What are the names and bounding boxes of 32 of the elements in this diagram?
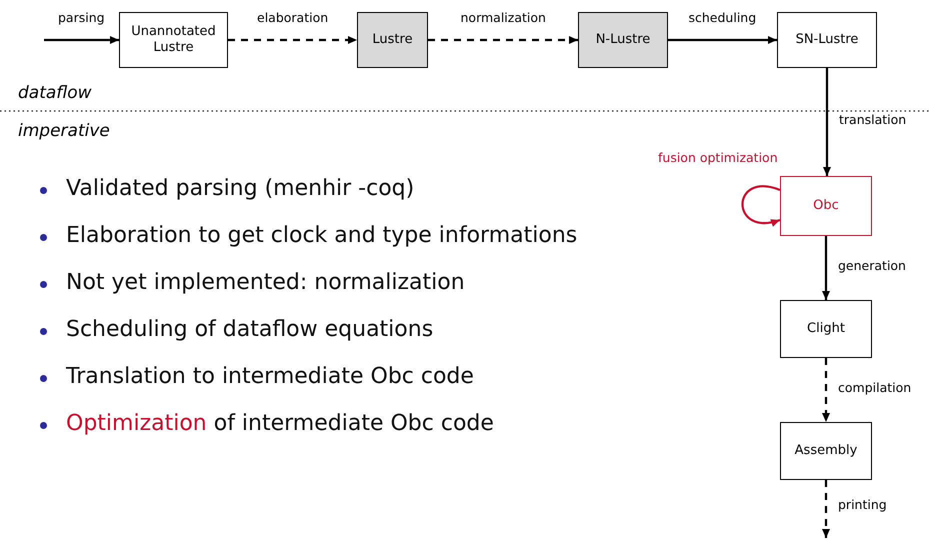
process-box: Clight [780, 300, 872, 358]
arrow [822, 480, 830, 538]
arrow [668, 36, 777, 44]
arrow [822, 236, 830, 300]
edge-label: elaboration [255, 10, 330, 25]
arrow [44, 36, 119, 44]
process-box: Lustre [357, 12, 428, 68]
edge-label: compilation [836, 380, 914, 395]
bullet-text: Scheduling of dataflow equations [66, 317, 434, 342]
bullet-text: Optimization of intermediate Obc code [66, 411, 494, 436]
process-box: SN-Lustre [777, 12, 877, 68]
bullet-text: Not yet implemented: normalization [66, 270, 465, 295]
arrow [428, 36, 578, 44]
process-box: Obc [780, 176, 872, 236]
section-label: imperative [18, 121, 110, 141]
process-box: Unannotated Lustre [119, 12, 228, 68]
arrow [822, 358, 830, 422]
edge-label: generation [836, 258, 908, 273]
arrow [823, 68, 831, 176]
bullet-text: Validated parsing (menhir -coq) [66, 176, 414, 201]
edge-label: fusion optimization [656, 150, 780, 165]
edge-label: translation [837, 112, 908, 127]
edge-label: printing [836, 497, 889, 512]
bullet-text: Elaboration to get clock and type informations [66, 223, 578, 248]
edge-label: normalization [458, 10, 548, 25]
bullet-text: Translation to intermediate Obc code [66, 364, 474, 389]
edge-label: scheduling [686, 10, 758, 25]
arrow [228, 36, 357, 44]
section-label: dataflow [18, 83, 92, 103]
process-box: N-Lustre [578, 12, 668, 68]
arrow [741, 185, 780, 226]
process-box: Assembly [780, 422, 872, 480]
